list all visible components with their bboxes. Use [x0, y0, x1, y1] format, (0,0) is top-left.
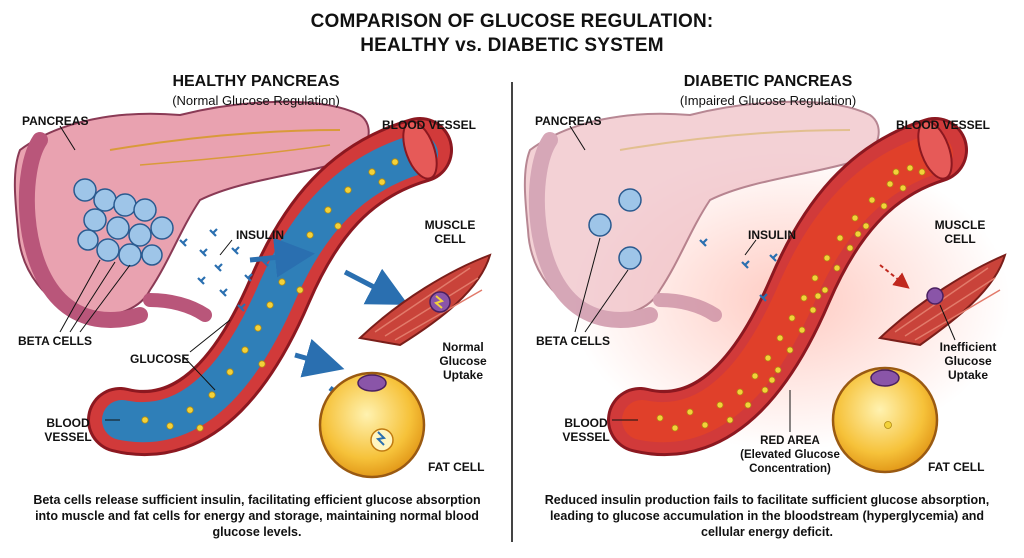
- healthy-uptake-label: Normal Glucose Uptake: [439, 340, 487, 382]
- healthy-muscle-cell: [357, 253, 492, 347]
- healthy-pancreas-label: PANCREAS: [22, 114, 89, 128]
- diabetic-caption: Reduced insulin production fails to faci…: [544, 493, 990, 539]
- healthy-beta-cells-label: BETA CELLS: [18, 334, 92, 348]
- healthy-caption: Beta cells release sufficient insulin, f…: [33, 493, 481, 539]
- diabetic-pancreas-label: PANCREAS: [535, 114, 602, 128]
- healthy-leader-lines: [59, 125, 233, 421]
- diabetic-fat-cell-label: FAT CELL: [928, 460, 985, 474]
- healthy-glucose-dots: [141, 158, 399, 432]
- diabetic-muscle-cell: [877, 253, 1007, 347]
- healthy-blood-vessel-top-label: BLOOD VESSEL: [382, 118, 477, 132]
- diabetic-leader-lines: [569, 125, 956, 432]
- healthy-fat-cell-label: FAT CELL: [428, 460, 485, 474]
- healthy-uptake-arrows: [249, 237, 409, 421]
- title-line-1: COMPARISON OF GLUCOSE REGULATION:: [310, 11, 714, 32]
- diabetic-panel-art: [523, 100, 1010, 474]
- diabetic-insulin-molecules: [699, 238, 778, 302]
- diabetic-glucose-dots: [656, 164, 926, 432]
- diabetic-heading: DIABETIC PANCREAS: [683, 73, 853, 90]
- healthy-subheading: (Normal Glucose Regulation): [172, 93, 340, 108]
- healthy-panel-heading: HEALTHY PANCREAS (Normal Glucose Regulat…: [56, 72, 456, 109]
- diabetic-subheading: (Impaired Glucose Regulation): [679, 93, 857, 108]
- diabetic-blood-vessel-top-label: BLOOD VESSEL: [896, 118, 991, 132]
- diagram-title: COMPARISON OF GLUCOSE REGULATION: HEALTH…: [0, 10, 1024, 58]
- diabetic-panel-heading: DIABETIC PANCREAS (Impaired Glucose Regu…: [568, 72, 968, 109]
- healthy-blood-vessel-label: BLOOD VESSEL: [44, 416, 92, 444]
- diabetic-muscle-cell-label: MUSCLE CELL: [934, 218, 986, 246]
- diabetic-red-area-label: RED AREA (Elevated Glucose Concentration…: [740, 435, 840, 475]
- healthy-beta-cells: [73, 178, 174, 267]
- diabetic-blood-vessel: [607, 117, 968, 457]
- healthy-glucose-label: GLUCOSE: [130, 352, 190, 366]
- healthy-muscle-cell-label: MUSCLE CELL: [424, 218, 476, 246]
- healthy-heading: HEALTHY PANCREAS: [172, 73, 340, 90]
- healthy-blood-vessel: [87, 117, 453, 457]
- healthy-insulin-molecules: [179, 228, 270, 312]
- diabetic-blood-vessel-label: BLOOD VESSEL: [562, 416, 610, 444]
- diabetic-beta-cells-label: BETA CELLS: [536, 334, 610, 348]
- healthy-fat-cell: [318, 371, 426, 479]
- diabetic-uptake-label: Inefficient Glucose Uptake: [939, 340, 997, 382]
- title-line-2: HEALTHY vs. DIABETIC SYSTEM: [360, 35, 664, 56]
- healthy-panel-art: [13, 100, 492, 479]
- healthy-pancreas: [13, 100, 370, 328]
- diabetic-beta-cells: [588, 188, 642, 270]
- diabetic-pancreas: [523, 100, 880, 328]
- panel-divider: [511, 82, 513, 542]
- diabetic-insulin-label: INSULIN: [748, 228, 796, 242]
- diabetic-fat-cell: [831, 366, 939, 474]
- healthy-insulin-label: INSULIN: [236, 228, 284, 242]
